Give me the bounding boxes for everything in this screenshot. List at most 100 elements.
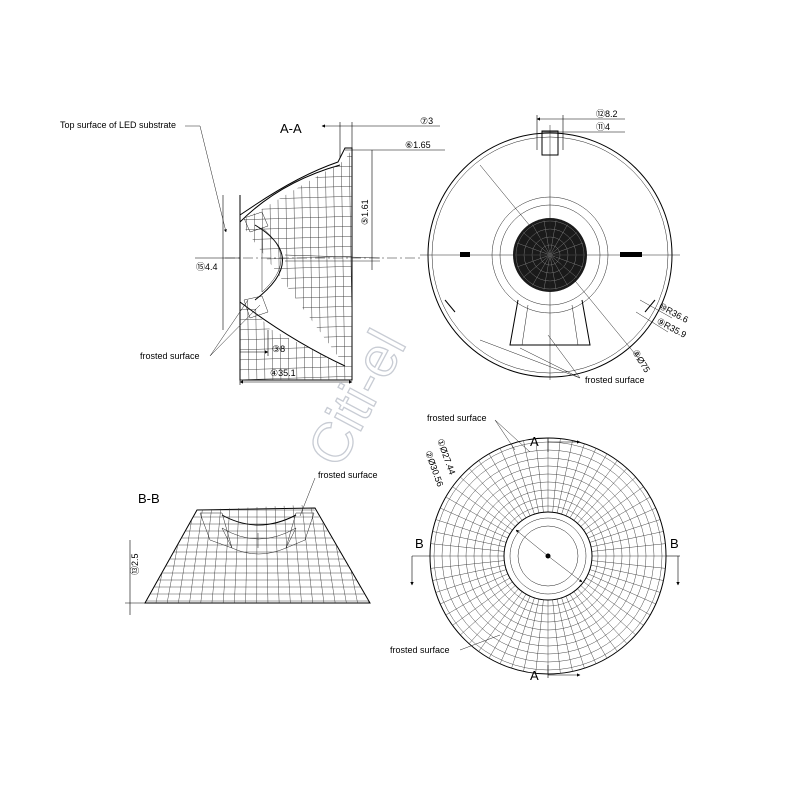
grid-line: [292, 505, 302, 603]
grid-ring: [473, 481, 623, 631]
section-bb-title: B-B: [138, 491, 160, 506]
leader-frosted-aa-1: [209, 299, 249, 357]
section-aa-leader-5: [284, 254, 381, 259]
grid-line: [260, 148, 266, 380]
grid-line: [240, 195, 352, 201]
grid-ring: [457, 465, 639, 647]
lens-web-line: [517, 242, 551, 256]
dim-7-label: ⑦3: [420, 116, 433, 126]
grid-line: [244, 148, 250, 380]
leader-frosted-back-3: [479, 339, 581, 379]
leader-frosted-back-1: [547, 334, 581, 379]
label-frosted-back: frosted surface: [585, 375, 645, 385]
front-view: A A B B ①Ø27.44 ②Ø30.56 frosted surface …: [390, 413, 680, 683]
lens-web-line: [549, 254, 557, 290]
grid-line: [177, 505, 195, 603]
section-aa-grid: [240, 148, 352, 380]
section-aa-title: A-A: [280, 121, 302, 136]
grid-line: [240, 305, 352, 311]
lens-web-line: [523, 254, 551, 278]
section-aa-hatch-top: [243, 211, 269, 233]
grid-line: [337, 505, 359, 603]
dim-10-leader: [639, 299, 673, 319]
front-radial-grid: [430, 438, 666, 674]
lens-web-line: [543, 254, 551, 290]
back-mark-right: [620, 252, 642, 257]
grid-ring: [465, 473, 631, 639]
dim-5-label: ⑤1.61: [360, 199, 370, 225]
grid-ring: [481, 489, 615, 623]
grid-line: [240, 345, 352, 351]
back-support-line-1: [521, 304, 529, 346]
front-center-circle: [517, 525, 579, 587]
grid-line: [240, 265, 352, 271]
leader-frosted-front-bottom: [459, 634, 501, 651]
leader-frosted-back-2: [519, 347, 581, 379]
grid-line: [316, 148, 322, 380]
section-bb-view: B-B ⑬2.5 frosted surface: [125, 470, 403, 615]
leader-frosted-front-top-1: [494, 419, 516, 451]
dim-2-leader: [515, 529, 549, 557]
lens-web-line: [549, 254, 577, 278]
grid-ring: [497, 505, 599, 607]
grid-line: [265, 505, 269, 603]
grid-line: [211, 505, 222, 603]
grid-line: [283, 505, 291, 603]
grid-ring: [489, 497, 607, 615]
grid-line: [234, 505, 240, 603]
back-view: ⑫8.2 ⑪4 ⑩R36.6 ⑨R35.9 ⑧Ø75 frosted surfa…: [420, 109, 690, 385]
dim-15-label: ⑮4.4: [196, 262, 218, 272]
section-bb-grid: [145, 505, 403, 605]
lens-web-line: [517, 254, 551, 268]
section-aa-outer-wall: [239, 164, 341, 223]
section-bb-outline: [144, 507, 371, 604]
grid-line: [332, 148, 338, 380]
dim-1-leader: [547, 555, 583, 583]
back-tab-right: [644, 299, 656, 313]
grid-line: [189, 505, 204, 603]
grid-line: [240, 225, 352, 231]
leader-top-surface: [199, 125, 227, 233]
lens-web-line: [549, 254, 568, 286]
grid-line: [374, 505, 403, 605]
leader-frosted-aa-2: [209, 304, 261, 357]
lens-web-line: [549, 232, 577, 256]
grid-line: [240, 285, 352, 291]
section-bb-dome-hatch: [221, 527, 297, 555]
grid-line: [324, 148, 330, 380]
dim-8-label: ⑧Ø75: [630, 348, 652, 375]
grid-ring: [449, 457, 647, 655]
label-frosted-aa: frosted surface: [140, 351, 200, 361]
grid-line: [200, 505, 213, 603]
label-frosted-front-top: frosted surface: [427, 413, 487, 423]
grid-line: [240, 245, 352, 251]
cut-a-bottom-label: A: [530, 668, 539, 683]
grid-line: [222, 505, 231, 603]
lens-web-line: [532, 254, 551, 286]
section-aa-dome-hatch: [261, 227, 282, 293]
grid-line: [340, 148, 346, 380]
grid-line: [252, 148, 258, 380]
grid-line: [355, 505, 370, 603]
leader-frosted-front-top-2: [494, 419, 531, 453]
grid-line: [346, 505, 370, 603]
grid-line: [240, 325, 352, 331]
grid-line: [155, 505, 177, 603]
back-diagonal-dim: [479, 164, 641, 361]
cut-b-left-label: B: [415, 536, 424, 551]
label-top-surface: Top surface of LED substrate: [60, 120, 176, 130]
section-aa-dome: [254, 224, 283, 301]
label-frosted-front-bottom: frosted surface: [390, 645, 450, 655]
grid-line: [301, 505, 314, 603]
cut-b-right-label: B: [670, 536, 679, 551]
grid-line: [240, 235, 352, 241]
grid-line: [348, 148, 352, 380]
grid-line: [145, 505, 168, 603]
section-bb-cup: [221, 514, 297, 526]
dim-3-label: ③8: [272, 344, 285, 354]
grid-line: [274, 505, 280, 603]
grid-line: [240, 375, 352, 380]
dim-6-label: ⑥1.65: [405, 140, 431, 150]
grid-line: [240, 355, 352, 361]
